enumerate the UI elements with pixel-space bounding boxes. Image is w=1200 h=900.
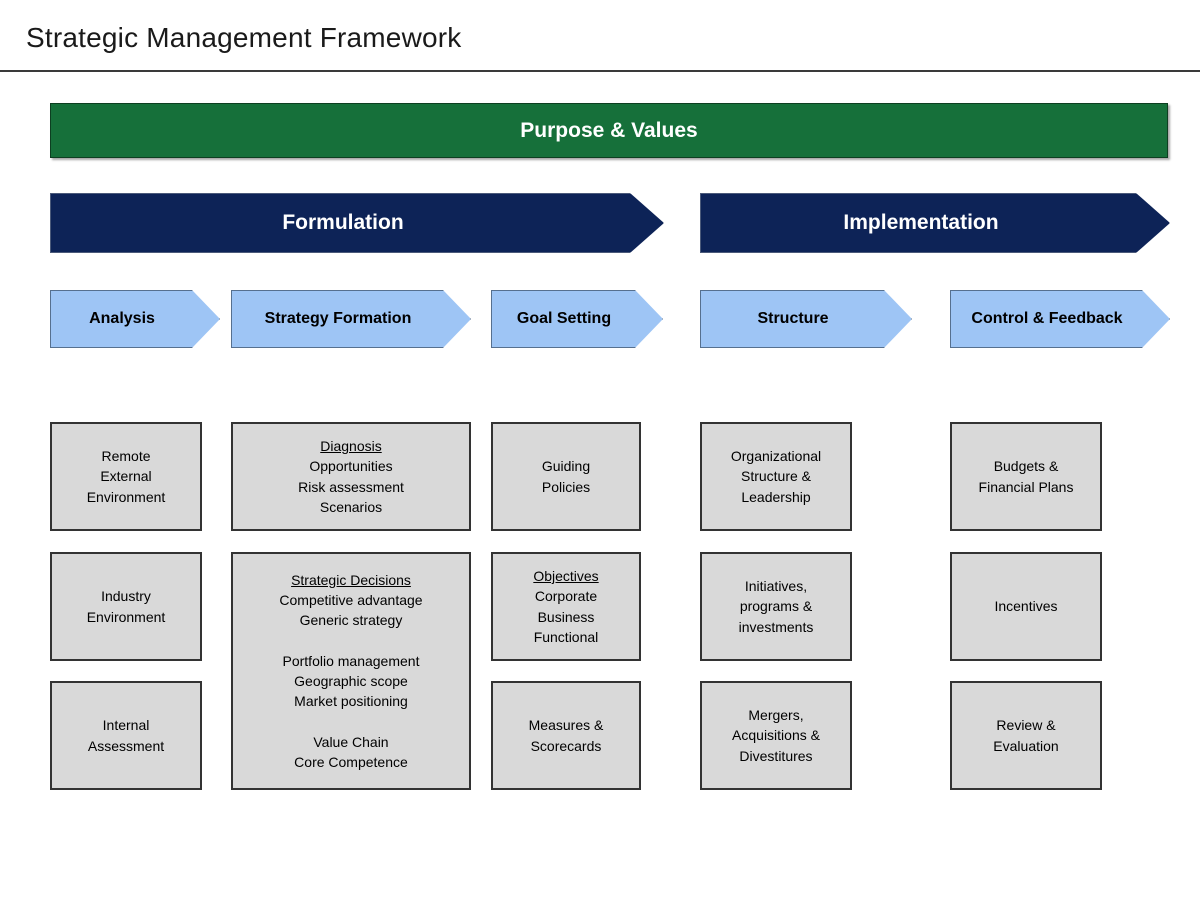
content-box-review-evaluation: Review & Evaluation	[950, 681, 1102, 790]
content-box-mergers-acquisitions-divestitures: Mergers, Acquisitions & Divestitures	[700, 681, 852, 790]
content-box-text: Measures & Scorecards	[528, 717, 604, 754]
content-box-organizational-structure-leadership: Organizational Structure & Leadership	[700, 422, 852, 531]
content-box-remote-external-environment: Remote External Environment	[50, 422, 202, 531]
content-box-incentives: Incentives	[950, 552, 1102, 661]
step-arrow-goal-setting-label: Goal Setting	[516, 310, 612, 328]
content-box-heading: Diagnosis	[320, 437, 382, 454]
content-box-budgets-financial-plans: Budgets & Financial Plans	[950, 422, 1102, 531]
content-box-guiding-policies: Guiding Policies	[491, 422, 641, 531]
step-arrow-control-feedback-label: Control & Feedback	[971, 310, 1123, 328]
step-arrow-strategy-formation-label: Strategy Formation	[264, 310, 412, 328]
step-arrow-analysis: Analysis	[50, 290, 220, 348]
phase-arrow-implementation-label: Implementation	[843, 211, 999, 234]
content-box-text: Guiding Policies	[541, 458, 591, 495]
content-box-industry-environment: Industry Environment	[50, 552, 202, 661]
content-box-heading: Strategic Decisions	[291, 571, 411, 588]
page-title: Strategic Management Framework	[26, 22, 462, 53]
content-box-text: Competitive advantage Generic strategy P…	[279, 591, 423, 771]
content-box-text: Remote External Environment	[86, 448, 166, 505]
purpose-values-label: Purpose & Values	[520, 118, 698, 142]
step-arrow-strategy-formation: Strategy Formation	[231, 290, 471, 348]
content-box-diagnosis: Diagnosis Opportunities Risk assessment …	[231, 422, 471, 531]
title-divider	[0, 70, 1200, 72]
phase-arrow-implementation: Implementation	[700, 193, 1170, 253]
step-arrow-analysis-label: Analysis	[89, 310, 155, 328]
content-box-text: Opportunities Risk assessment Scenarios	[298, 458, 404, 515]
content-box-internal-assessment: Internal Assessment	[50, 681, 202, 790]
content-box-text: Industry Environment	[86, 588, 166, 625]
content-box-text: Corporate Business Functional	[533, 588, 599, 645]
content-box-text: Budgets & Financial Plans	[978, 458, 1074, 495]
content-box-text: Mergers, Acquisitions & Divestitures	[732, 707, 820, 764]
content-box-text: Internal Assessment	[87, 717, 165, 754]
content-box-initiatives-programs-investments: Initiatives, programs & investments	[700, 552, 852, 661]
step-arrow-structure: Structure	[700, 290, 912, 348]
step-arrow-structure-label: Structure	[757, 310, 829, 328]
content-box-measures-scorecards: Measures & Scorecards	[491, 681, 641, 790]
content-box-strategic-decisions: Strategic Decisions Competitive advantag…	[231, 552, 471, 790]
content-box-text: Incentives	[994, 598, 1058, 615]
content-box-text: Organizational Structure & Leadership	[730, 448, 822, 505]
phase-arrow-formulation-label: Formulation	[282, 211, 404, 234]
content-box-text: Review & Evaluation	[993, 717, 1059, 754]
content-box-heading: Objectives	[533, 567, 599, 584]
step-arrow-control-feedback: Control & Feedback	[950, 290, 1170, 348]
content-box-text: Initiatives, programs & investments	[738, 578, 814, 635]
content-box-objectives: Objectives Corporate Business Functional	[491, 552, 641, 661]
purpose-values-banner: Purpose & Values	[50, 103, 1168, 158]
phase-arrow-formulation: Formulation	[50, 193, 664, 253]
step-arrow-goal-setting: Goal Setting	[491, 290, 663, 348]
